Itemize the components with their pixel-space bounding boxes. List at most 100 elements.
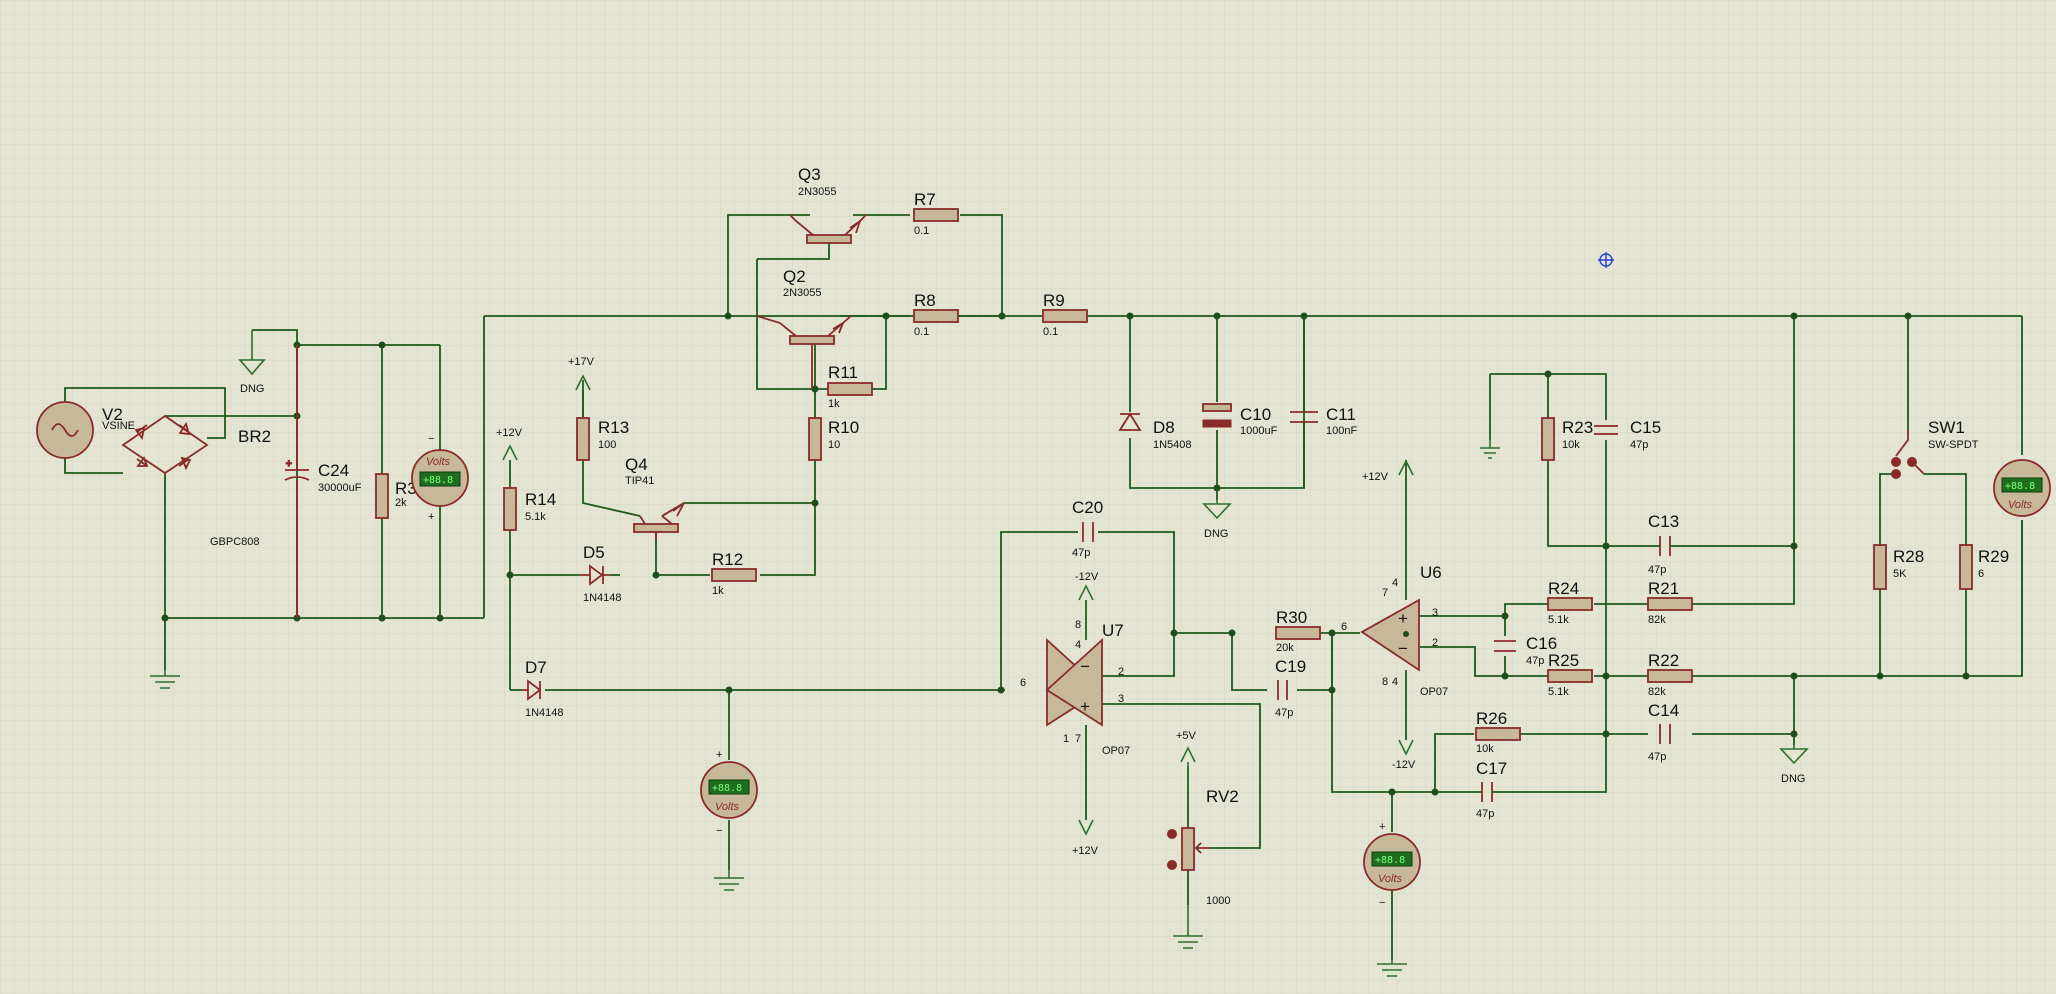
svg-text:R11: R11 bbox=[828, 363, 858, 382]
resistor-r21[interactable]: R21 82k bbox=[1647, 579, 1693, 626]
resistor-r11[interactable]: R11 1k bbox=[827, 363, 873, 410]
v2-ref: V2 bbox=[102, 405, 123, 424]
resistor-r26[interactable]: R26 10k bbox=[1475, 709, 1521, 755]
svg-text:R26: R26 bbox=[1476, 709, 1507, 728]
svg-text:47p: 47p bbox=[1275, 707, 1293, 719]
resistor-r25[interactable]: R25 5.1k bbox=[1547, 651, 1593, 698]
svg-text:OP07: OP07 bbox=[1102, 745, 1130, 757]
svg-text:6: 6 bbox=[1978, 568, 1984, 580]
svg-text:C20: C20 bbox=[1072, 498, 1103, 517]
resistor-r22[interactable]: R22 82k bbox=[1647, 651, 1693, 698]
br2-value: GBPC808 bbox=[210, 536, 260, 548]
resistor-r30[interactable]: R30 20k bbox=[1275, 608, 1321, 654]
resistor-r7[interactable]: R7 0.1 bbox=[913, 190, 959, 237]
svg-text:C13: C13 bbox=[1648, 512, 1679, 531]
capacitor-c17[interactable]: C17 47p bbox=[1476, 759, 1507, 820]
svg-text:1k: 1k bbox=[828, 398, 840, 410]
resistor-r29[interactable]: R29 6 bbox=[1959, 544, 2009, 590]
svg-text:+17V: +17V bbox=[568, 356, 595, 368]
resistor-r3[interactable]: R3 2k bbox=[375, 473, 417, 519]
svg-text:100nF: 100nF bbox=[1326, 425, 1357, 437]
svg-text:2N3055: 2N3055 bbox=[798, 186, 837, 198]
voltmeter-middle[interactable]: +88.8 Volts + − bbox=[700, 749, 758, 837]
svg-text:RV2: RV2 bbox=[1206, 787, 1239, 806]
voltmeter-bottom[interactable]: +88.8 Volts + − bbox=[1363, 821, 1421, 909]
svg-text:C17: C17 bbox=[1476, 759, 1507, 778]
svg-text:1k: 1k bbox=[712, 585, 724, 597]
diode-d8[interactable]: D8 1N5408 bbox=[1118, 412, 1192, 451]
transistor-q3[interactable]: Q3 2N3055 bbox=[757, 165, 867, 260]
svg-text:R13: R13 bbox=[598, 418, 629, 437]
capacitor-c10[interactable]: C10 1000uF bbox=[1202, 403, 1278, 437]
svg-text:Volts: Volts bbox=[715, 801, 740, 813]
svg-text:R25: R25 bbox=[1548, 651, 1579, 670]
resistor-r28[interactable]: R28 5K bbox=[1873, 544, 1924, 590]
capacitor-c16[interactable]: C16 47p bbox=[1494, 634, 1557, 667]
svg-text:-12V: -12V bbox=[1075, 571, 1099, 583]
svg-text:1000: 1000 bbox=[1206, 895, 1230, 907]
capacitor-c13[interactable]: C13 47p bbox=[1648, 512, 1692, 576]
svg-text:4: 4 bbox=[1392, 676, 1398, 688]
svg-text:R8: R8 bbox=[914, 291, 936, 310]
svg-text:Q4: Q4 bbox=[625, 455, 648, 474]
source-v2[interactable]: V2 VSINE bbox=[36, 401, 135, 459]
svg-text:+: + bbox=[716, 749, 722, 761]
voltmeter-right[interactable]: +88.8 Volts bbox=[1993, 459, 2051, 517]
opamp-u7[interactable]: − + U7 OP07 6 2 3 4 8 7 1 bbox=[1020, 619, 1130, 757]
resistor-r23[interactable]: R23 10k bbox=[1541, 417, 1593, 461]
svg-text:Volts: Volts bbox=[2008, 499, 2033, 511]
transistor-q4[interactable]: Q4 TIP41 bbox=[625, 455, 685, 540]
svg-text:C16: C16 bbox=[1526, 634, 1557, 653]
bridge-br2[interactable]: BR2 GBPC808 bbox=[121, 414, 271, 548]
svg-text:+: + bbox=[286, 459, 292, 470]
svg-text:U7: U7 bbox=[1102, 621, 1124, 640]
svg-text:-12V: -12V bbox=[1392, 759, 1416, 771]
svg-text:+: + bbox=[1379, 821, 1385, 833]
svg-text:C14: C14 bbox=[1648, 701, 1679, 720]
resistor-r12[interactable]: R12 1k bbox=[711, 550, 757, 597]
resistor-r10[interactable]: R10 10 bbox=[808, 417, 859, 461]
resistor-r9[interactable]: R9 0.1 bbox=[1042, 291, 1088, 338]
voltmeter-left[interactable]: Volts +88.8 − + bbox=[411, 433, 469, 523]
svg-text:R29: R29 bbox=[1978, 547, 2009, 566]
svg-text:6: 6 bbox=[1341, 621, 1347, 633]
dng-rail-c14: DNG bbox=[1779, 745, 1809, 785]
v2-value: VSINE bbox=[102, 420, 135, 432]
svg-text:5.1k: 5.1k bbox=[1548, 686, 1569, 698]
svg-text:4: 4 bbox=[1075, 639, 1081, 651]
rail-minus12-u7: -12V bbox=[1075, 571, 1099, 640]
svg-text:R14: R14 bbox=[525, 490, 556, 509]
capacitor-c14[interactable]: C14 47p bbox=[1648, 701, 1679, 763]
svg-text:1: 1 bbox=[1063, 733, 1069, 745]
svg-text:+12V: +12V bbox=[496, 427, 523, 439]
capacitor-c15[interactable]: C15 47p bbox=[1594, 418, 1661, 451]
switch-sw1[interactable]: SW1 SW-SPDT bbox=[1891, 418, 1979, 479]
svg-text:+: + bbox=[1398, 609, 1408, 628]
svg-text:3: 3 bbox=[1118, 693, 1124, 705]
capacitor-c20[interactable]: C20 47p bbox=[1072, 498, 1103, 559]
resistor-r24[interactable]: R24 5.1k bbox=[1547, 579, 1593, 626]
svg-text:+88.8: +88.8 bbox=[712, 783, 742, 794]
resistor-r8[interactable]: R8 0.1 bbox=[913, 291, 1002, 338]
capacitor-c19[interactable]: C19 47p bbox=[1275, 657, 1306, 719]
resistor-r14[interactable]: R14 5.1k bbox=[503, 487, 556, 531]
potentiometer-rv2[interactable]: RV2 1000 bbox=[1167, 787, 1239, 907]
svg-text:+88.8: +88.8 bbox=[423, 475, 453, 486]
diode-d7[interactable]: D7 1N4148 bbox=[522, 658, 564, 719]
svg-text:TIP41: TIP41 bbox=[625, 475, 654, 487]
svg-text:47p: 47p bbox=[1648, 751, 1666, 763]
opamp-u6[interactable]: + − U6 OP07 6 3 2 7 4 8 4 bbox=[1341, 563, 1448, 698]
svg-text:47p: 47p bbox=[1630, 439, 1648, 451]
diode-d5[interactable]: D5 1N4148 bbox=[580, 543, 622, 604]
svg-text:47p: 47p bbox=[1526, 655, 1544, 667]
capacitor-c11[interactable]: C11 100nF bbox=[1290, 316, 1357, 488]
svg-text:82k: 82k bbox=[1648, 614, 1666, 626]
svg-text:SW-SPDT: SW-SPDT bbox=[1928, 439, 1979, 451]
svg-text:1N4148: 1N4148 bbox=[525, 707, 564, 719]
svg-text:3: 3 bbox=[1432, 607, 1438, 619]
transistor-q2[interactable]: Q2 2N3055 bbox=[756, 267, 852, 389]
resistor-r13[interactable]: R13 100 bbox=[576, 390, 629, 461]
capacitor-c24[interactable]: + C24 30000uF bbox=[284, 345, 362, 618]
svg-text:0.1: 0.1 bbox=[914, 326, 929, 338]
